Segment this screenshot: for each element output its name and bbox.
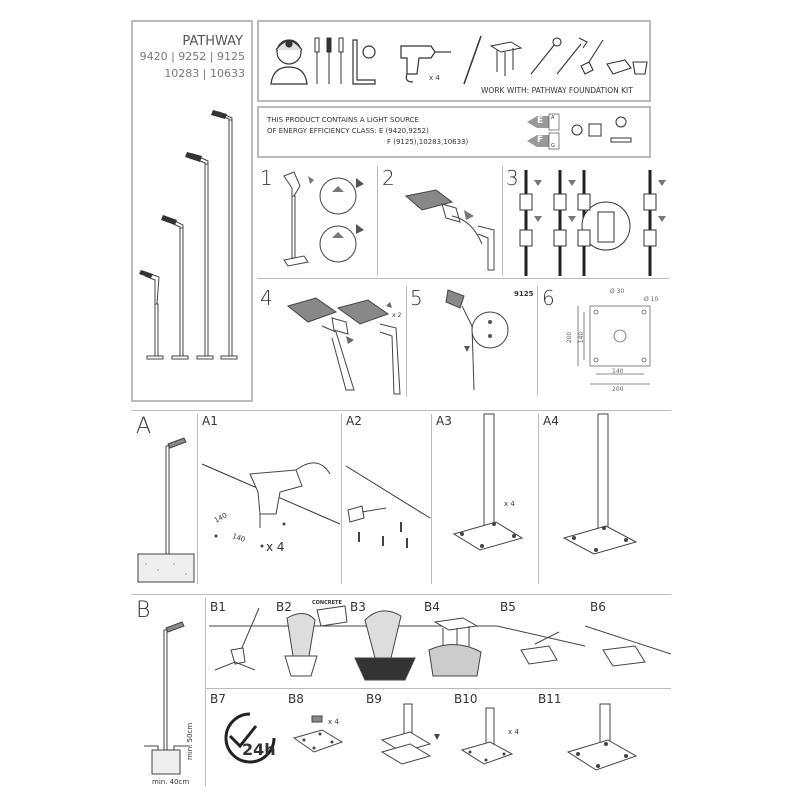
energy-line2: OF ENERGY EFFICIENCY CLASS: E (9420,9252… [267, 127, 429, 135]
drill-qty: x 4 [429, 74, 440, 82]
step-b2-label: B2 [276, 600, 292, 614]
energy-range-bottom: G [551, 143, 555, 149]
section-b-overview [144, 621, 190, 775]
step-b7-clock-icon [224, 712, 276, 764]
step-a1-illustration [201, 462, 341, 548]
step-2-illustration [404, 189, 495, 271]
a1-qty: x 4 [266, 540, 285, 554]
concrete-bag-icon [606, 59, 632, 75]
section-a-label: A [136, 414, 152, 439]
energy-line1: THIS PRODUCT CONTAINS A LIGHT SOURCE [267, 116, 419, 124]
step-a4-illustration [562, 413, 638, 555]
energy-line3: F (9125),10283,10633) [387, 138, 469, 146]
dim-200-bottom: 200 [612, 386, 624, 393]
product-lamps-illustration [139, 110, 238, 360]
dim-d10: Ø 10 [644, 296, 659, 303]
step-b-row1-illustrations [209, 605, 672, 681]
work-with-text: WORK WITH: PATHWAY FOUNDATION KIT [481, 86, 633, 95]
a3-qty: x 4 [504, 500, 515, 508]
dim-140-bottom: 140 [612, 368, 624, 375]
step-b7-label: B7 [210, 692, 226, 706]
energy-labels [527, 113, 632, 150]
product-overview-panel: PATHWAY 9420 | 9252 | 9125 10283 | 10633 [131, 20, 253, 402]
b-min-width: min. 40cm [152, 778, 190, 786]
step-b4-label: B4 [424, 600, 440, 614]
section-b-label: B [136, 598, 151, 623]
step-2-label: 2 [382, 166, 395, 190]
step-a1-label: A1 [202, 414, 218, 428]
shovel-icon [580, 39, 604, 75]
b8-qty: x 4 [328, 718, 339, 726]
step-5-model: 9125 [514, 290, 534, 298]
step-5-label: 5 [410, 286, 423, 310]
energy-label-e: E [537, 116, 544, 126]
b10-qty: x 4 [508, 728, 519, 736]
step-a2-illustration [345, 465, 431, 548]
step-5-illustration [445, 289, 509, 391]
step-a4-label: A4 [543, 414, 559, 428]
bucket-icon [632, 61, 648, 75]
step-3-illustration [519, 170, 666, 276]
step-b8-label: B8 [288, 692, 304, 706]
section-a-overview [137, 437, 195, 583]
tools-illustration: x 4 [270, 35, 648, 85]
step-3-label: 3 [506, 166, 519, 190]
allen-key-icon [352, 39, 376, 85]
energy-panel: THIS PRODUCT CONTAINS A LIGHT SOURCE OF … [257, 106, 651, 158]
step-1-label: 1 [260, 166, 273, 190]
product-codes-line2: 10283 | 10633 [164, 67, 245, 80]
foundation-kit-icon [489, 41, 523, 76]
step-1-illustration [283, 171, 364, 267]
b-min-depth: min. 50cm [186, 722, 194, 760]
step-b9-label: B9 [366, 692, 382, 706]
step-b3-label: B3 [350, 600, 366, 614]
step-b11-label: B11 [538, 692, 562, 706]
screwdriver-icon [314, 37, 344, 84]
step-a3-label: A3 [436, 414, 452, 428]
hours-label: 24h [242, 740, 276, 759]
base-plate-drawing [577, 305, 651, 385]
step-b6-label: B6 [590, 600, 606, 614]
step-4-qty: x 2 [392, 312, 402, 319]
spanner-icon [556, 37, 588, 75]
step-b-row2-illustrations [292, 703, 638, 771]
energy-range-top: A [551, 115, 555, 121]
step-b1-label: B1 [210, 600, 226, 614]
tools-panel: x 4 WORK WITH: PATHWAY FOUNDATI [257, 20, 651, 102]
wrench-icon [530, 37, 562, 75]
dim-200-side: 200 [566, 331, 574, 344]
step-b5-label: B5 [500, 600, 516, 614]
step-a3-illustration [452, 413, 524, 551]
product-name: PATHWAY [182, 34, 243, 49]
drill-icon [400, 45, 451, 83]
dim-140-side: 140 [578, 331, 586, 344]
step-6-label: 6 [542, 286, 555, 310]
energy-label-f: F [537, 135, 544, 145]
step-4-label: 4 [260, 286, 273, 310]
step-4-illustration [286, 297, 401, 395]
step-a2-label: A2 [346, 414, 362, 428]
concrete-label: CONCRETE [312, 600, 342, 606]
dim-d30: Ø 30 [610, 288, 625, 295]
step-b10-label: B10 [454, 692, 478, 706]
product-codes-line1: 9420 | 9252 | 9125 [139, 50, 245, 63]
worker-icon [270, 39, 308, 85]
